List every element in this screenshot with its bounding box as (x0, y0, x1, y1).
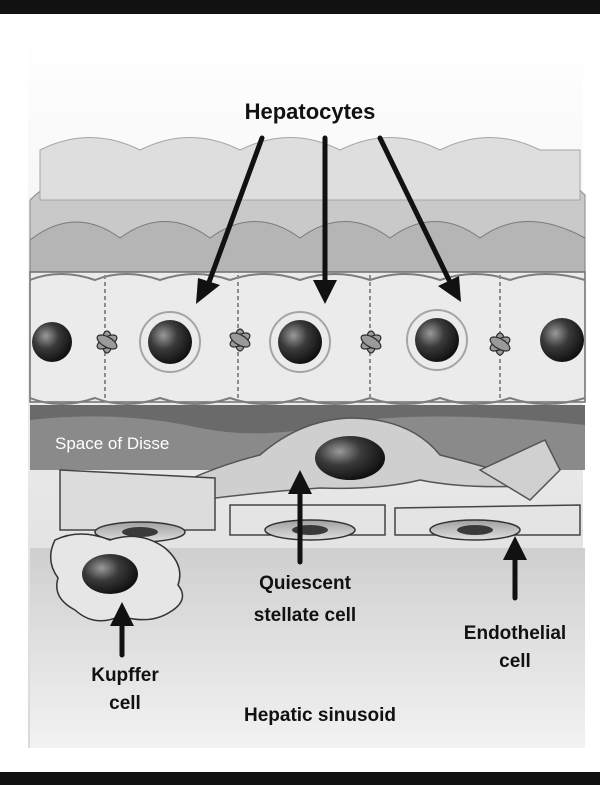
space-of-disse-label: Space of Disse (55, 432, 245, 456)
kupffer-cell (51, 534, 183, 621)
hepatic-sinusoid-label: Hepatic sinusoid (205, 704, 435, 728)
quiescent-stellate-label-line2: stellate cell (215, 600, 395, 632)
endothelial-cell-label: Endothelial cell (420, 620, 600, 676)
kupffer-cell-label: Kupffer cell (60, 662, 190, 718)
hepatocytes-label: Hepatocytes (190, 100, 430, 124)
endothelial-label-line1: Endothelial (420, 620, 600, 648)
bottom-border-bar (0, 772, 600, 785)
endothelial-label-line2: cell (420, 648, 600, 676)
quiescent-stellate-label-line1: Quiescent (215, 568, 395, 600)
kupffer-label-line2: cell (60, 690, 190, 718)
quiescent-stellate-cell-label: Quiescent stellate cell (215, 568, 395, 632)
kupffer-label-line1: Kupffer (60, 662, 190, 690)
